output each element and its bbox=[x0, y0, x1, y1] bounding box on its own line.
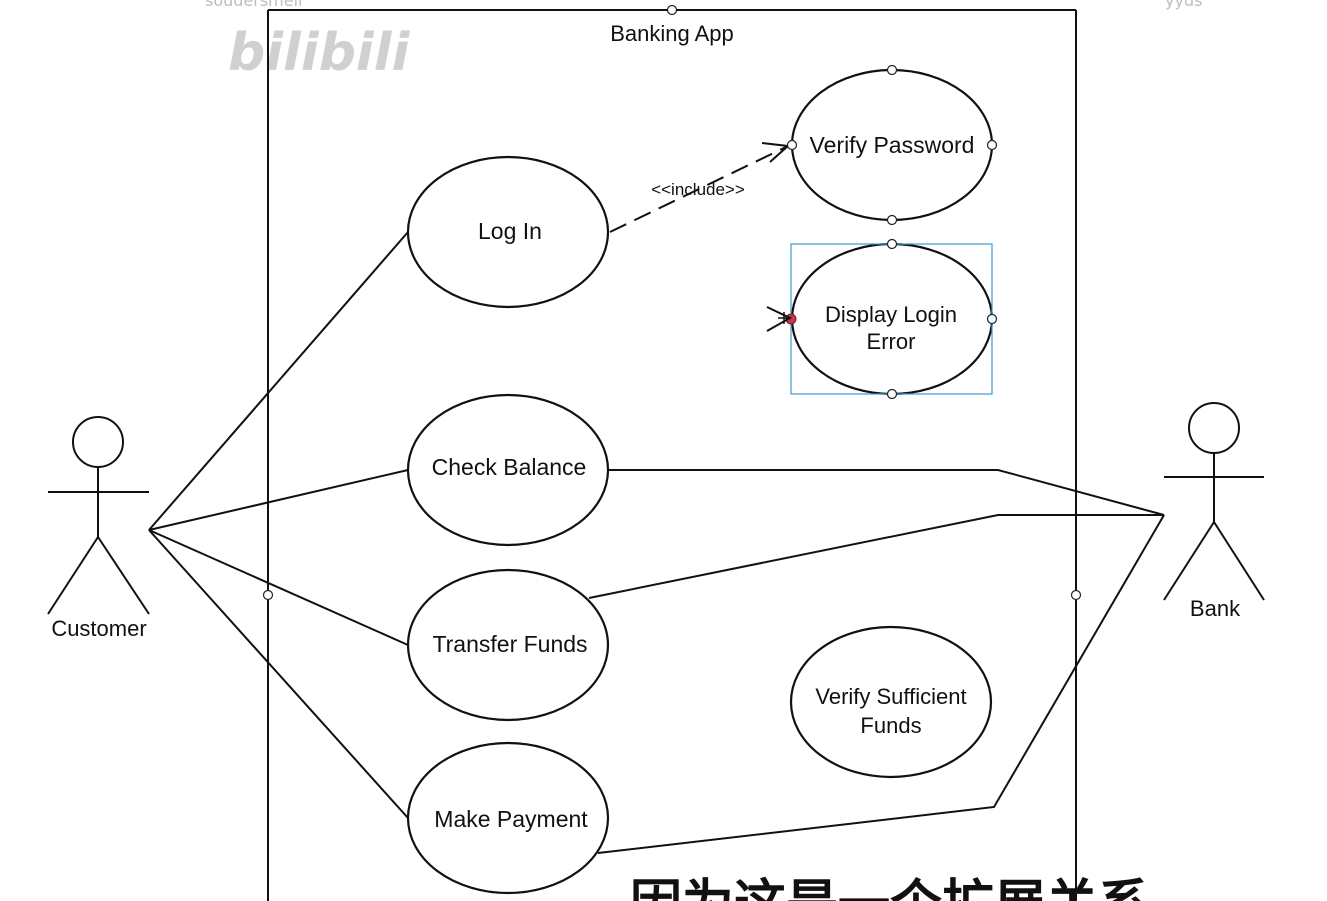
verify-sufficient-funds-ellipse bbox=[789, 625, 993, 779]
display-login-error-label-line1: Display Login bbox=[825, 302, 957, 327]
display-login-error-handle-bottom[interactable] bbox=[886, 388, 898, 400]
use-case-log-in[interactable]: Log In bbox=[406, 155, 610, 309]
use-case-transfer-funds[interactable]: Transfer Funds bbox=[406, 568, 610, 722]
log-in-label: Log In bbox=[478, 218, 542, 244]
boundary-handle-top[interactable] bbox=[666, 4, 678, 16]
transfer-funds-ellipse bbox=[406, 568, 610, 722]
watermark-top: soudersmell bbox=[205, 0, 303, 10]
verify-password-handle-bottom[interactable] bbox=[886, 214, 898, 226]
use-case-display-login-error[interactable]: Display Login Error bbox=[785, 238, 998, 400]
log-in-ellipse bbox=[406, 155, 610, 309]
bank-associations bbox=[588, 469, 1165, 854]
customer-associations bbox=[148, 231, 409, 819]
display-login-error-handle-top[interactable] bbox=[886, 238, 898, 250]
association-bank-check-balance[interactable] bbox=[608, 469, 1165, 516]
association-bank-transfer-funds[interactable] bbox=[588, 514, 1164, 599]
display-login-error-handle-right[interactable] bbox=[986, 313, 998, 325]
include-arrowhead bbox=[761, 142, 791, 163]
use-case-verify-password[interactable]: Verify Password bbox=[786, 64, 998, 226]
check-balance-label: Check Balance bbox=[432, 454, 587, 480]
watermark-top-right: yyds bbox=[1165, 0, 1202, 10]
include-label: <<include>> bbox=[651, 180, 745, 199]
boundary-handle-right[interactable] bbox=[1070, 589, 1082, 601]
bilibili-watermark: bilibili bbox=[228, 23, 411, 83]
check-balance-ellipse bbox=[406, 393, 610, 547]
boundary-handle-left[interactable] bbox=[262, 589, 274, 601]
verify-password-label: Verify Password bbox=[810, 132, 975, 158]
transfer-funds-label: Transfer Funds bbox=[432, 631, 587, 657]
drawing-arrow-cursor bbox=[766, 306, 793, 332]
arrow-cursor-icon bbox=[766, 306, 793, 332]
bank-right-leg bbox=[1213, 521, 1265, 601]
make-payment-ellipse bbox=[406, 741, 610, 895]
bank-label: Bank bbox=[1190, 596, 1241, 621]
customer-label: Customer bbox=[51, 616, 146, 641]
verify-password-handle-right[interactable] bbox=[986, 139, 998, 151]
verify-password-handle-top[interactable] bbox=[886, 64, 898, 76]
include-dashed-line bbox=[609, 146, 787, 233]
use-case-verify-sufficient-funds[interactable]: Verify Sufficient Funds bbox=[789, 625, 993, 779]
association-bank-make-payment[interactable] bbox=[597, 514, 1165, 854]
association-customer-make-payment[interactable] bbox=[148, 529, 409, 819]
video-subtitle: 因为这是一个扩展关系 bbox=[630, 875, 1150, 901]
association-customer-transfer-funds[interactable] bbox=[148, 529, 409, 646]
make-payment-label: Make Payment bbox=[434, 806, 588, 832]
actor-customer[interactable] bbox=[47, 416, 150, 615]
system-boundary[interactable] bbox=[262, 4, 1082, 901]
verify-sufficient-funds-label-line2: Funds bbox=[860, 713, 921, 738]
association-customer-login[interactable] bbox=[148, 231, 409, 531]
actor-bank[interactable] bbox=[1163, 402, 1265, 601]
use-case-make-payment[interactable]: Make Payment bbox=[406, 741, 610, 895]
customer-head-icon bbox=[72, 416, 124, 468]
display-login-error-label-line2: Error bbox=[867, 329, 916, 354]
verify-password-handle-left[interactable] bbox=[786, 139, 798, 151]
bank-left-leg bbox=[1163, 521, 1215, 601]
system-title: Banking App bbox=[610, 21, 734, 46]
customer-left-leg bbox=[47, 536, 99, 615]
verify-sufficient-funds-label-line1: Verify Sufficient bbox=[815, 684, 966, 709]
use-case-check-balance[interactable]: Check Balance bbox=[406, 393, 610, 547]
association-customer-check-balance[interactable] bbox=[148, 469, 409, 531]
customer-right-leg bbox=[97, 536, 150, 615]
bank-head-icon bbox=[1188, 402, 1240, 454]
